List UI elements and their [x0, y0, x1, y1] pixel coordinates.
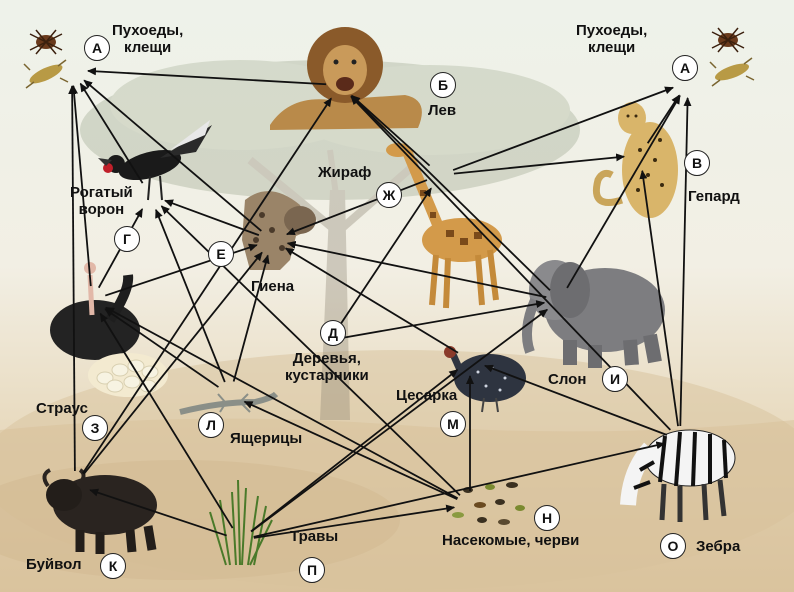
- letter-raven: Г: [114, 226, 140, 252]
- acacia-tree-icon: [80, 60, 580, 420]
- label-zebra: Зебра: [696, 538, 741, 555]
- label-cheetah: Гепард: [688, 188, 740, 205]
- arrow-grass-to-buffalo: [89, 488, 228, 537]
- letter-hyena: Е: [208, 241, 234, 267]
- arrow-zebra-to-cheetah: [639, 169, 679, 427]
- arrow-zebra-to-lice_right: [679, 96, 692, 427]
- letter-trees: Д: [320, 320, 346, 346]
- label-trees: Деревья, кустарники: [285, 350, 369, 384]
- arrow-lizards-to-hyena: [232, 254, 270, 382]
- arrow-grass-to-ostrich: [99, 312, 234, 529]
- arrow-lizards-to-raven: [155, 208, 226, 383]
- letter-grass: П: [299, 557, 325, 583]
- label-elephant: Слон: [548, 371, 587, 388]
- letter-lice-left: А: [84, 35, 110, 61]
- zebra-icon: [620, 429, 736, 522]
- arrow-trees-to-elephant: [343, 300, 546, 339]
- arrow-giraffe-to-hyena: [285, 179, 428, 236]
- giraffe-icon: [386, 143, 502, 309]
- letter-lice-right: А: [672, 55, 698, 81]
- letter-zebra: О: [660, 533, 686, 559]
- arrow-lizards-to-ostrich: [104, 308, 219, 388]
- arrow-grass-to-elephant: [250, 308, 549, 533]
- arrow-insects-to-ostrich: [105, 306, 459, 500]
- label-lice-left: Пухоеды, клещи: [112, 22, 184, 56]
- arrow-giraffe-to-lice_right: [452, 86, 674, 171]
- label-lice-right: Пухоеды, клещи: [576, 22, 648, 56]
- arrow-buffalo-to-lice_left: [68, 84, 77, 472]
- lice-left-icon: [23, 29, 69, 89]
- letter-cheetah: В: [684, 150, 710, 176]
- arrow-giraffe-to-cheetah: [453, 153, 626, 175]
- arrow-guineafowl-to-hyena: [284, 247, 459, 354]
- arrow-buffalo-to-hyena: [83, 251, 263, 475]
- letter-lizards: Л: [198, 412, 224, 438]
- label-lion: Лев: [428, 102, 457, 119]
- arrow-elephant-to-lion: [350, 95, 551, 291]
- label-raven: Рогатый ворон: [70, 184, 133, 218]
- arrow-trees-to-giraffe: [337, 187, 432, 329]
- letter-lion: Б: [430, 72, 456, 98]
- arrow-grass-to-zebra: [253, 441, 666, 538]
- label-grass: Травы: [290, 528, 339, 545]
- letter-giraffe: Ж: [376, 182, 402, 208]
- ostrich-icon: [50, 262, 140, 360]
- arrow-raven-to-lice_left: [79, 82, 144, 184]
- arrow-elephant-to-hyena: [286, 240, 547, 299]
- insects-icon: [452, 482, 525, 525]
- label-hyena: Гиена: [251, 278, 295, 295]
- cheetah-icon: [593, 102, 678, 218]
- arrow-insects-to-lizards: [243, 400, 458, 500]
- arrow-giraffe-to-lion: [351, 95, 431, 167]
- arrow-buffalo-to-lion: [81, 97, 332, 474]
- letter-insects: Н: [534, 505, 560, 531]
- arrow-hyena-to-lice_left: [83, 79, 262, 232]
- label-ostrich: Страус: [36, 400, 88, 417]
- hornbill-raven-icon: [98, 120, 212, 201]
- label-lizards: Ящерицы: [230, 430, 303, 447]
- arrow-lion-to-lice_left: [86, 67, 327, 86]
- ostrich-eggs-icon: [88, 353, 168, 397]
- label-buffalo: Буйвол: [26, 556, 82, 573]
- arrow-ostrich-to-lice_left: [70, 84, 92, 287]
- buffalo-icon: [42, 468, 157, 554]
- letter-ostrich: З: [82, 415, 108, 441]
- letter-guineafowl: М: [440, 411, 466, 437]
- arrow-elephant-to-lice_right: [566, 94, 681, 289]
- label-guineafowl: Цесарка: [396, 387, 458, 404]
- lice-right-icon: [709, 27, 755, 87]
- arrow-hyena-to-raven: [164, 199, 260, 236]
- label-insects: Насекомые, черви: [442, 532, 580, 549]
- letter-buffalo: К: [100, 553, 126, 579]
- elephant-icon: [521, 260, 665, 368]
- arrow-grass-to-guineafowl: [250, 369, 459, 533]
- arrow-grass-to-insects: [253, 504, 456, 539]
- lizard-icon: [179, 391, 279, 415]
- arrow-zebra-to-guineafowl: [484, 364, 668, 436]
- letter-elephant: И: [602, 366, 628, 392]
- label-giraffe: Жираф: [318, 164, 372, 181]
